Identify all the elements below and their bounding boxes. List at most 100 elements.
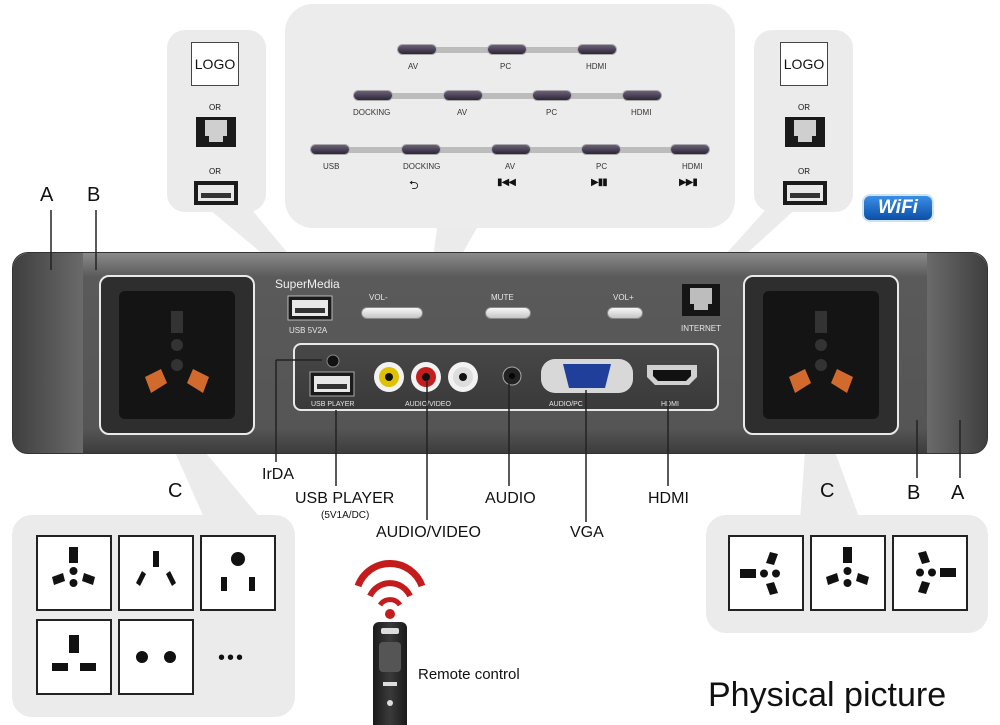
button-av-row1[interactable] xyxy=(397,44,437,55)
label-a-right: A xyxy=(951,482,965,504)
vga-callout: VGA xyxy=(570,524,604,541)
vol-plus-label: VOL+ xyxy=(613,293,634,302)
button-pc-row2[interactable] xyxy=(532,90,572,101)
audio-callout: AUDIO xyxy=(485,490,536,507)
vga-port-icon[interactable] xyxy=(539,357,635,395)
irda-callout: IrDA xyxy=(262,466,294,483)
internet-label: INTERNET xyxy=(681,324,721,333)
more-options-icon: ••• xyxy=(218,647,246,669)
label-hdmi-row1: HDMI xyxy=(586,62,607,71)
hdmi-callout: HDMI xyxy=(648,490,689,507)
previous-icon: ▮◀◀ xyxy=(497,177,516,188)
right-socket-options xyxy=(706,515,988,633)
vol-plus-button[interactable] xyxy=(607,307,643,319)
european-socket-icon xyxy=(136,651,176,663)
usb-port-icon[interactable] xyxy=(287,295,333,321)
or-label: OR xyxy=(798,103,810,112)
button-hdmi-row1[interactable] xyxy=(577,44,617,55)
button-av-row3[interactable] xyxy=(491,144,531,155)
button-usb-row3[interactable] xyxy=(310,144,350,155)
hdmi-port-icon[interactable] xyxy=(645,363,699,387)
universal-socket-icon-rotated xyxy=(916,551,956,594)
rca-jacks[interactable] xyxy=(371,359,481,395)
usb-port-icon xyxy=(194,181,238,205)
or-label: OR xyxy=(209,167,221,176)
label-a-left: A xyxy=(40,184,54,206)
left-logo-callout: LOGO OR OR xyxy=(167,30,266,212)
label-docking-row3: DOCKING xyxy=(403,162,441,171)
label-docking-row2: DOCKING xyxy=(353,108,391,117)
button-av-row2[interactable] xyxy=(443,90,483,101)
label-pc-row3: PC xyxy=(596,162,608,171)
mute-button[interactable] xyxy=(485,307,531,319)
vol-minus-label: VOL- xyxy=(369,293,388,302)
ethernet-port-icon xyxy=(196,117,236,147)
end-cap-right xyxy=(927,253,987,453)
logo-box: LOGO xyxy=(191,42,239,86)
universal-socket-icon-rotated xyxy=(740,552,780,595)
universal-socket-option xyxy=(810,535,886,611)
button-docking-row3[interactable] xyxy=(401,144,441,155)
universal-socket-icon xyxy=(789,311,853,393)
control-panel-callout: AV PC HDMI DOCKING AV PC HDMI USB DOCKIN… xyxy=(285,4,735,228)
universal-socket-option xyxy=(892,535,968,611)
label-usb-row3: USB xyxy=(323,162,340,171)
wifi-badge: WiFi xyxy=(862,194,934,222)
next-icon: ▶▶▮ xyxy=(679,177,698,188)
universal-socket-icon xyxy=(52,547,95,587)
uk-socket-icon xyxy=(52,635,96,671)
ethernet-port-icon xyxy=(785,117,825,147)
button-hdmi-row3[interactable] xyxy=(670,144,710,155)
irda-sensor-icon xyxy=(326,354,340,368)
ethernet-port-icon[interactable] xyxy=(681,283,721,317)
label-b-right: B xyxy=(907,482,921,504)
footer-title: Physical picture xyxy=(708,676,947,714)
signal-waves-icon xyxy=(354,560,426,619)
vol-minus-button[interactable] xyxy=(361,307,423,319)
hdmi-label: HDMI xyxy=(661,401,679,408)
indian-socket-option xyxy=(200,535,276,611)
mute-label: MUTE xyxy=(491,293,514,302)
play-pause-icon: ▶▮▮ xyxy=(591,177,608,188)
universal-socket-icon xyxy=(826,547,869,587)
remote-control xyxy=(373,622,407,725)
label-pc-row1: PC xyxy=(500,62,512,71)
european-socket-option xyxy=(118,619,194,695)
universal-socket-option xyxy=(728,535,804,611)
button-docking-row2[interactable] xyxy=(353,90,393,101)
connector-bay: USB PLAYER AUDIO/VIDEO AUDIO/PC HDMI xyxy=(293,343,719,411)
usb-port-icon xyxy=(783,181,827,205)
logo-box: LOGO xyxy=(780,42,828,86)
label-c-right: C xyxy=(820,480,835,502)
button-pc-row3[interactable] xyxy=(581,144,621,155)
label-av-row3: AV xyxy=(505,162,516,171)
power-socket-right xyxy=(743,275,899,435)
audio-video-callout: AUDIO/VIDEO xyxy=(376,524,481,541)
label-pc-row2: PC xyxy=(546,108,558,117)
left-socket-options: ••• xyxy=(12,515,295,717)
usb-player-sub-callout: (5V1A/DC) xyxy=(321,510,370,521)
australian-socket-option xyxy=(118,535,194,611)
power-socket-left xyxy=(99,275,255,435)
usb-5v2a-label: USB 5V2A xyxy=(289,326,328,335)
or-label: OR xyxy=(798,167,810,176)
universal-socket-option xyxy=(36,535,112,611)
universal-socket-icon xyxy=(145,311,209,393)
device-body: SuperMedia USB 5V2A VOL- MUTE VOL+ INTER… xyxy=(12,252,988,454)
audio-video-label: AUDIO/VIDEO xyxy=(405,401,451,408)
return-icon: ⮌ xyxy=(409,178,419,192)
australian-socket-icon xyxy=(136,551,176,586)
end-cap-left xyxy=(13,253,83,453)
label-c-left: C xyxy=(168,480,183,502)
label-hdmi-row3: HDMI xyxy=(682,162,703,171)
button-hdmi-row2[interactable] xyxy=(622,90,662,101)
remote-control-label: Remote control xyxy=(418,666,520,683)
usb-port-icon[interactable] xyxy=(309,371,355,397)
audio-jack-icon[interactable] xyxy=(501,365,523,387)
audio-pc-label: AUDIO/PC xyxy=(549,401,583,408)
or-label: OR xyxy=(209,103,221,112)
label-av-row2: AV xyxy=(457,108,468,117)
button-pc-row1[interactable] xyxy=(487,44,527,55)
